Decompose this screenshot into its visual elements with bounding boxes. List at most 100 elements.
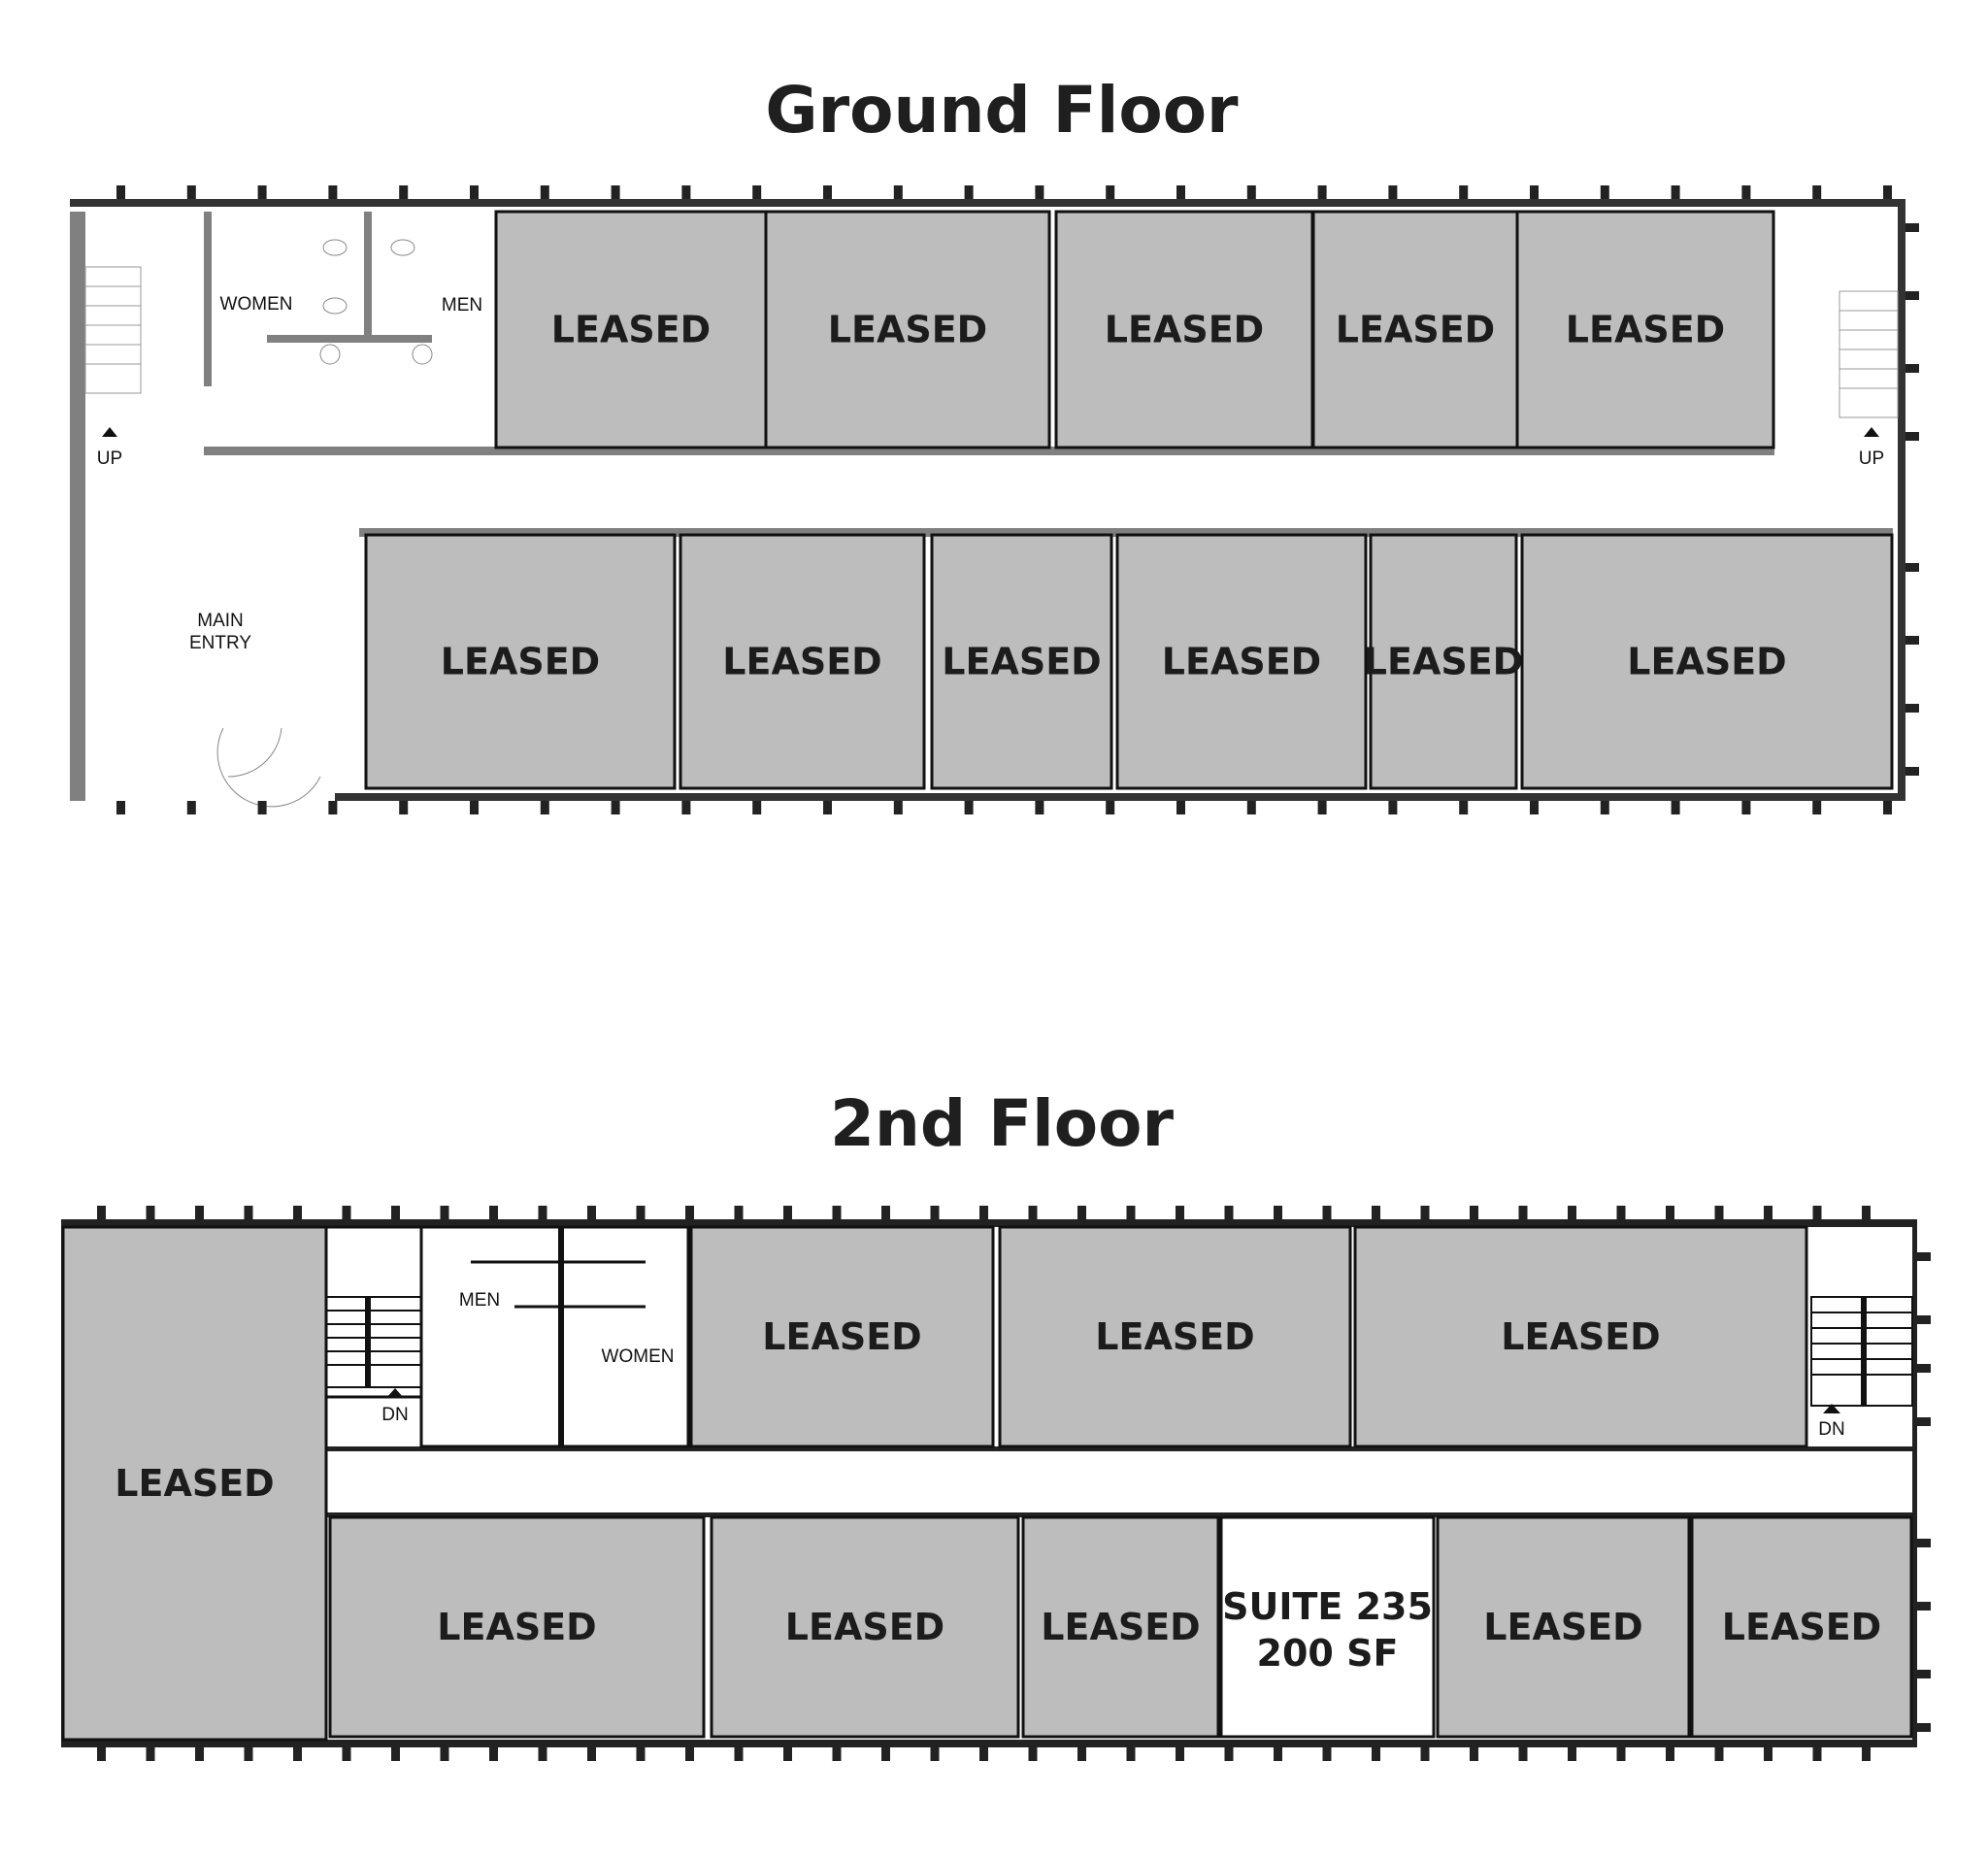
dn-arrow-icon	[386, 1388, 404, 1398]
pier	[244, 1206, 253, 1219]
unit-leased[interactable]: LEASED	[710, 1515, 1020, 1739]
pier	[1905, 767, 1919, 776]
unit-leased[interactable]: LEASED	[1021, 1515, 1220, 1739]
unit-label: LEASED	[1105, 309, 1264, 351]
pier	[293, 1747, 302, 1761]
pier	[734, 1206, 744, 1219]
pier	[1530, 185, 1539, 199]
pier	[186, 801, 196, 814]
unit-leased[interactable]: LEASED	[1690, 1515, 1913, 1739]
pier	[881, 1206, 890, 1219]
unit-leased[interactable]: LEASED	[1353, 1225, 1808, 1448]
women-restroom-label: WOMEN	[602, 1346, 675, 1367]
unit-label: LEASED	[828, 309, 987, 351]
pier	[1917, 1670, 1931, 1678]
pier	[1714, 1747, 1724, 1761]
stair-right	[1810, 1296, 1913, 1407]
pier	[342, 1747, 351, 1761]
ground-corridor-wall-top	[204, 447, 1774, 455]
pier	[1812, 1206, 1822, 1219]
stair-left	[84, 266, 142, 394]
pier	[1741, 185, 1751, 199]
stair-left-label: UP	[97, 448, 122, 469]
pier	[1388, 801, 1398, 814]
ground-corridor-wall-bottom	[359, 528, 1893, 537]
unit-area	[1436, 1515, 1691, 1739]
unit-label: LEASED	[942, 641, 1101, 683]
pier	[1671, 185, 1680, 199]
pier	[97, 1206, 106, 1219]
pier	[195, 1747, 204, 1761]
pier	[244, 1747, 253, 1761]
unit-leased[interactable]: LEASED	[679, 533, 926, 790]
pier	[1420, 1206, 1430, 1219]
unit-leased[interactable]: LEASED	[1520, 533, 1894, 790]
pier	[1917, 1723, 1931, 1732]
pier	[1388, 185, 1398, 199]
pier	[186, 185, 196, 199]
pier	[440, 1206, 449, 1219]
pier	[1077, 1206, 1086, 1219]
pier	[752, 185, 762, 199]
unit-leased[interactable]: LEASED	[998, 1225, 1352, 1448]
pier	[611, 801, 620, 814]
stair-right-label: DN	[1818, 1419, 1844, 1440]
unit-leased[interactable]: LEASED	[689, 1225, 995, 1448]
unit-leased[interactable]: LEASED	[328, 1515, 706, 1739]
women-restroom-label: WOMEN	[220, 294, 293, 315]
pier	[1764, 1747, 1773, 1761]
unit-area	[1311, 210, 1519, 449]
pier	[538, 1206, 547, 1219]
pier	[1317, 801, 1327, 814]
restroom-wall-bottom	[267, 335, 432, 343]
unit-leased[interactable]: LEASED	[764, 210, 1051, 449]
pier	[1714, 1206, 1724, 1219]
unit-area	[1369, 533, 1518, 790]
unit-label: LEASED	[785, 1606, 944, 1648]
pier	[257, 801, 267, 814]
unit-leased[interactable]: LEASED	[930, 533, 1113, 790]
pier	[1372, 1206, 1380, 1219]
unit-label: LEASED	[1483, 1606, 1642, 1648]
pier	[1176, 1747, 1184, 1761]
unit-leased[interactable]: LEASED	[1364, 533, 1523, 790]
pier	[1106, 801, 1115, 814]
unit-leased[interactable]: LEASED	[1054, 210, 1314, 449]
pier	[881, 1747, 890, 1761]
pier	[1812, 801, 1822, 814]
ground-bottom-wall	[335, 793, 1902, 801]
pier	[1764, 1206, 1773, 1219]
unit-leased[interactable]: LEASED	[364, 533, 677, 790]
unit-leased[interactable]: LEASED	[61, 1225, 328, 1742]
pier	[1372, 1747, 1380, 1761]
unit-leased[interactable]: LEASED	[494, 210, 768, 449]
pier	[1917, 1539, 1931, 1547]
unit-leased[interactable]: LEASED	[1436, 1515, 1691, 1739]
unit-label: LEASED	[441, 641, 600, 683]
pier	[1176, 1206, 1184, 1219]
pier	[1530, 801, 1539, 814]
unit-leased[interactable]: LEASED	[1311, 210, 1519, 449]
pier	[328, 185, 338, 199]
pier	[1568, 1206, 1576, 1219]
pier	[893, 185, 903, 199]
pier	[1028, 1747, 1038, 1761]
unit-area	[679, 533, 926, 790]
pier	[1274, 1206, 1282, 1219]
second-top-wall	[61, 1219, 1917, 1227]
pier	[1812, 185, 1822, 199]
pier	[146, 1206, 155, 1219]
unit-leased[interactable]: LEASED	[1515, 210, 1775, 449]
unit-leased[interactable]: LEASED	[1115, 533, 1368, 790]
unit-label: LEASED	[1041, 1606, 1200, 1648]
pier	[1883, 801, 1892, 814]
pier	[1470, 1206, 1478, 1219]
pier	[489, 1747, 498, 1761]
pier	[1518, 1747, 1528, 1761]
pier	[685, 1747, 694, 1761]
pier	[293, 1206, 302, 1219]
unit-area	[764, 210, 1051, 449]
